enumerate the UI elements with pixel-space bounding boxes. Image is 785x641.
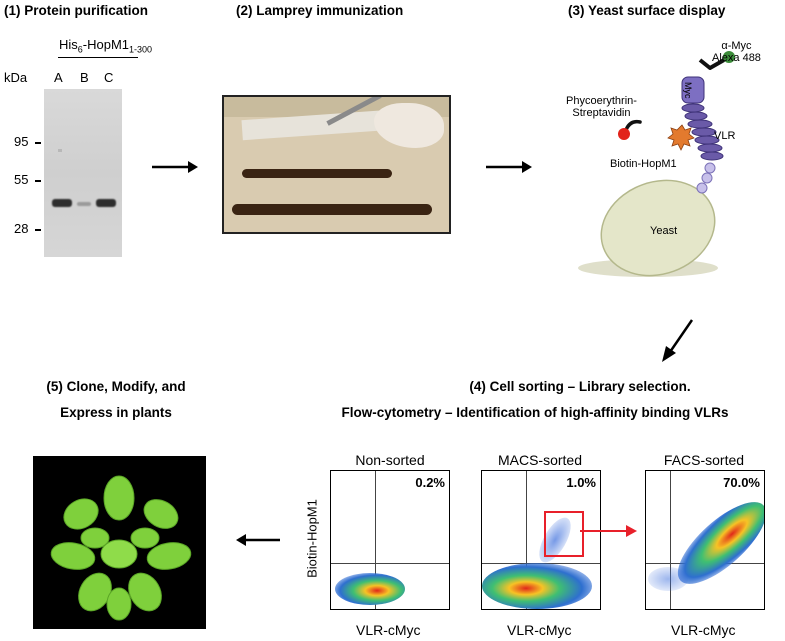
gel-lane-a: A	[54, 70, 63, 85]
gel-speck	[58, 149, 62, 152]
step2-title: (2) Lamprey immunization	[236, 3, 404, 18]
anti-myc-label: α-Myc Alexa 488	[712, 40, 761, 64]
gel-kda-label: kDa	[4, 70, 28, 85]
panel3-x-label: VLR-cMyc	[671, 622, 736, 638]
gel-marker-95: 95	[14, 134, 29, 149]
biotin-hopm1-label: Biotin-HopM1	[610, 158, 677, 170]
panel1-hgate	[331, 563, 449, 564]
panel3-low-population	[648, 567, 688, 591]
panel2-title: MACS-sorted	[497, 452, 583, 468]
panel1-vgate	[375, 471, 376, 609]
arrow-3-to-4	[662, 319, 694, 362]
gel-lane-b: B	[80, 70, 89, 85]
arrow-1-to-2	[152, 161, 198, 173]
arrow-4-to-5	[236, 534, 280, 546]
panel1-population	[335, 573, 405, 605]
panel2-population	[482, 563, 592, 609]
gel-band-a	[52, 199, 72, 207]
tick-55	[35, 180, 41, 182]
lamprey-2	[232, 204, 432, 215]
gel-marker-28: 28	[14, 221, 29, 236]
gel-band-b	[77, 202, 91, 206]
panel2-gate-box	[544, 511, 584, 557]
step5-title: (5) Clone, Modify, and	[46, 379, 186, 394]
panel1-plot: 0.2%	[330, 470, 450, 610]
yeast-label: Yeast	[650, 225, 678, 237]
pe-streptavidin-label: Phycoerythrin- Streptavidin	[566, 95, 637, 119]
lamprey-photo	[222, 95, 451, 234]
tick-28	[35, 229, 41, 231]
panel3-plot: 70.0%	[645, 470, 765, 610]
panel3-title: FACS-sorted	[663, 452, 745, 468]
gel-lane-c: C	[104, 70, 114, 85]
glove-hand	[374, 103, 444, 148]
gel-construct-label: His6-HopM11-300	[59, 37, 153, 55]
panel2-percent: 1.0%	[566, 475, 596, 490]
gel-marker-55: 55	[14, 172, 29, 187]
arrow-2-to-3	[486, 161, 532, 173]
panel3-percent: 70.0%	[723, 475, 760, 490]
panel2-vgate	[526, 471, 527, 609]
step5-subtitle: Express in plants	[60, 405, 172, 420]
step3-title: (3) Yeast surface display	[568, 3, 726, 18]
yeast-display-diagram	[578, 51, 735, 277]
myc-tag-label: Myc	[683, 82, 693, 99]
plant-rosette	[50, 475, 192, 621]
step4-subtitle: Flow-cytometry – Identification of high-…	[341, 405, 729, 420]
flow-y-axis-label: Biotin-HopM1	[304, 499, 320, 578]
step4-title: (4) Cell sorting – Library selection.	[469, 379, 691, 394]
gate-arrow	[580, 525, 637, 537]
step1-title: (1) Protein purification	[4, 3, 149, 18]
panel2-x-label: VLR-cMyc	[507, 622, 572, 638]
vlr-label: VLR	[714, 130, 736, 142]
lamprey-1	[242, 169, 392, 178]
gel-image	[44, 89, 122, 257]
gel-label-underline	[58, 57, 138, 58]
panel1-title: Non-sorted	[355, 452, 425, 468]
panel1-x-label: VLR-cMyc	[356, 622, 421, 638]
panel2-plot: 1.0%	[481, 470, 601, 610]
tick-95	[35, 142, 41, 144]
panel1-percent: 0.2%	[415, 475, 445, 490]
gel-band-c	[96, 199, 116, 207]
plant-photo	[33, 456, 206, 629]
panel3-vgate	[670, 471, 671, 609]
